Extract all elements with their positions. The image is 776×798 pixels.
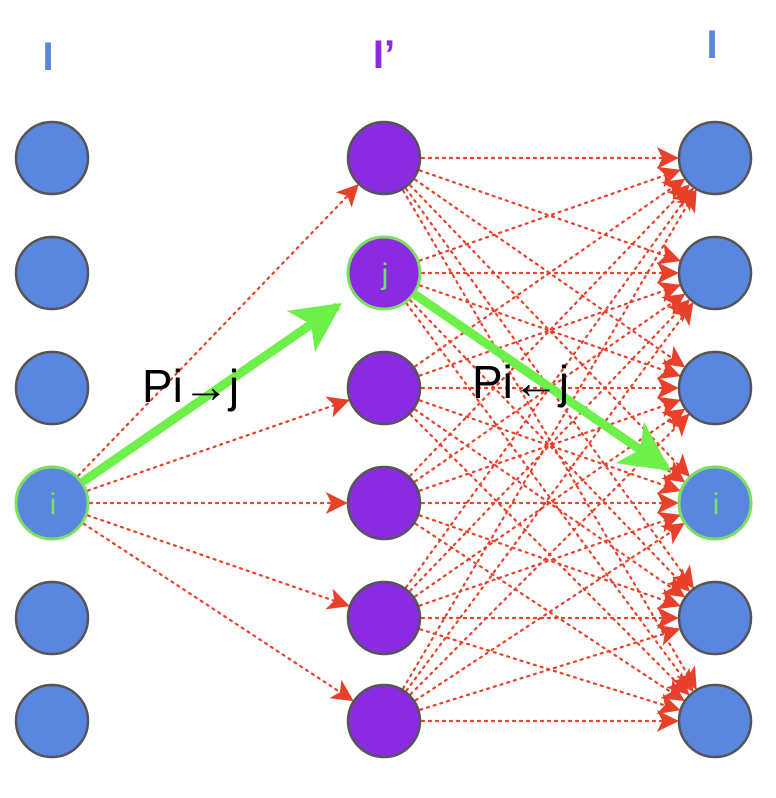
edge-middle-to-right [419,624,681,711]
left-node-label: i [50,488,57,521]
middle-node-label: j [381,258,389,291]
edge-middle-to-right [409,184,690,477]
left-node-highlighted [14,465,90,541]
left-node [14,235,90,311]
right-node [677,235,753,311]
edge-middle-to-right [402,189,697,690]
nodes-layer: i j i [14,120,753,759]
edge-middle-to-right [409,299,690,592]
edge-left-to-middle [86,396,350,492]
edge-middle-to-right [414,522,685,702]
column-label-middle: I’ [373,33,395,77]
flows-layer [80,291,672,485]
edge-middle-to-right [405,302,694,692]
right-node [677,120,753,196]
left-node [14,350,90,426]
middle-node [346,465,422,541]
forward-flow-arrow [80,303,342,485]
left-node [14,120,90,196]
column-label-left: I [42,35,53,79]
column-label-right: I [706,23,717,67]
edge-left-to-middle [86,514,350,610]
edge-left-to-middle [82,522,354,702]
middle-node [346,350,422,426]
right-node [677,580,753,656]
backward-flow-arrow [412,291,672,471]
right-node-highlighted [677,465,753,541]
edge-left-to-middle [77,184,359,477]
middle-node [346,120,422,196]
edge-middle-to-right [409,299,690,592]
backward-probability-label: Pi←j [472,356,569,408]
middle-node-highlighted [346,235,422,311]
forward-probability-label: Pi→j [142,360,239,412]
right-node [677,350,753,426]
right-node-label: i [713,488,720,521]
left-node [14,683,90,759]
left-node [14,580,90,656]
edge-middle-to-right [414,178,686,368]
middle-node [346,683,422,759]
edge-middle-to-right [409,184,690,477]
middle-node [346,580,422,656]
right-node [677,683,753,759]
